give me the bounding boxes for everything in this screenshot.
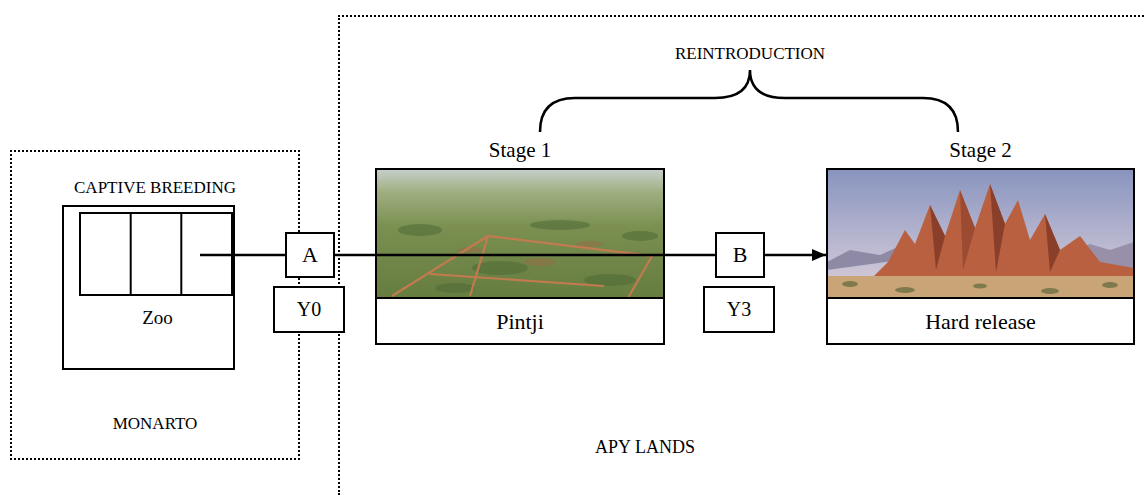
flow-arrow bbox=[665, 254, 715, 257]
node-label: Zoo bbox=[142, 307, 173, 329]
curly-bracket bbox=[540, 70, 958, 132]
box-label: A bbox=[302, 242, 318, 267]
landscape-photo bbox=[827, 169, 1134, 298]
box-label: Y0 bbox=[297, 298, 321, 321]
aerial-photo bbox=[376, 169, 664, 298]
node-label: Hard release bbox=[925, 309, 1036, 334]
site-box: Stage 2Hard release bbox=[826, 168, 1135, 345]
node-label: CAPTIVE BREEDING bbox=[74, 178, 236, 198]
node-label: Stage 2 bbox=[949, 138, 1011, 162]
node-label: Stage 1 bbox=[489, 138, 551, 162]
box-label: Y3 bbox=[727, 298, 751, 321]
node-label: APY LANDS bbox=[595, 437, 695, 458]
step-box: B bbox=[715, 232, 765, 278]
flow-arrow bbox=[765, 254, 826, 257]
node-label: MONARTO bbox=[113, 414, 198, 434]
flow-arrow bbox=[335, 254, 375, 257]
year-box: Y0 bbox=[273, 286, 345, 333]
region-box: CAPTIVE BREEDING MONARTO Zoo bbox=[10, 150, 300, 460]
site-box: Stage 1Pintji bbox=[375, 168, 665, 345]
facility-box: Zoo bbox=[62, 205, 235, 370]
group-title: REINTRODUCTION bbox=[675, 44, 825, 64]
region-box: APY LANDSStage 1PintjiBY3Stage 2Hard rel… bbox=[338, 15, 1144, 495]
flow-arrow bbox=[235, 254, 285, 257]
step-box: A bbox=[285, 232, 335, 278]
year-box: Y3 bbox=[703, 286, 775, 333]
flow-stub bbox=[200, 254, 235, 257]
node-label: Pintji bbox=[496, 309, 544, 334]
box-label: B bbox=[733, 242, 748, 267]
